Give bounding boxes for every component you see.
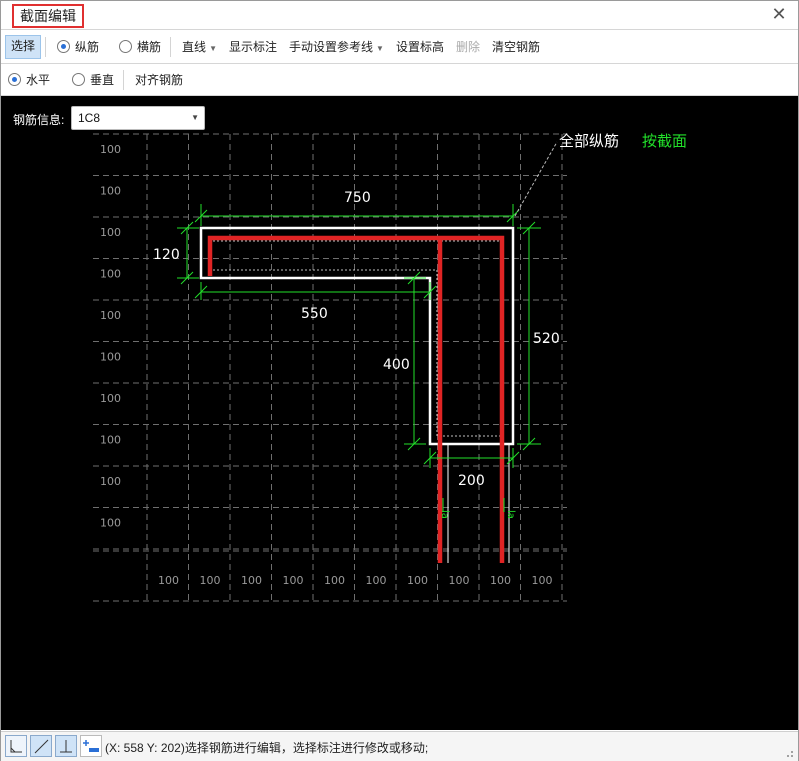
section-drawing[interactable]: 100 100 100 100 100 100 100 100 100 100 100 100 100 1… xyxy=(1,96,798,730)
grid-label: 100 xyxy=(449,574,470,587)
dim-550[interactable]: 550 xyxy=(301,306,328,322)
grid-label: 100 xyxy=(100,143,121,156)
ortho-angle-icon[interactable] xyxy=(5,735,27,757)
rebar-info-select[interactable]: 1C8 ▼ xyxy=(71,106,205,130)
select-button[interactable]: 选择 xyxy=(5,35,42,59)
grid-label: 100 xyxy=(283,574,304,587)
align-rebar-button[interactable]: 对齐钢筋 xyxy=(135,72,184,87)
divider xyxy=(170,37,172,57)
delete-button[interactable]: 删除 xyxy=(455,40,480,54)
transverse-radio[interactable]: 横筋 xyxy=(114,36,166,58)
grid-label: 100 xyxy=(158,574,179,587)
grid-label: 100 xyxy=(241,574,262,587)
resize-grip-icon[interactable] xyxy=(784,748,794,758)
set-elevation-button[interactable]: 设置标高 xyxy=(395,40,444,54)
dim-750[interactable]: 750 xyxy=(344,190,371,206)
vertical-radio[interactable]: 垂直 xyxy=(67,69,119,91)
divider xyxy=(45,37,47,57)
radio-unchecked-icon xyxy=(119,40,133,53)
chevron-down-icon: ▼ xyxy=(209,44,217,53)
perpendicular-icon[interactable] xyxy=(55,735,77,757)
by-section-label[interactable]: 按截面 xyxy=(642,132,687,150)
rebar-top[interactable] xyxy=(207,235,505,563)
all-longitudinal-label[interactable]: 全部纵筋 xyxy=(559,132,619,150)
dim-520[interactable]: 520 xyxy=(533,331,560,347)
close-icon[interactable]: ✕ xyxy=(771,4,787,24)
show-dims-button[interactable]: 显示标注 xyxy=(228,40,277,54)
divider xyxy=(123,69,125,90)
grid-label: 100 xyxy=(100,351,121,364)
chevron-down-icon: ▼ xyxy=(376,44,384,53)
grid-label: 100 xyxy=(100,309,121,322)
grid-label: 100 xyxy=(100,226,121,239)
grid-label: 100 xyxy=(366,574,387,587)
status-text: (X: 558 Y: 202)选择钢筋进行编辑，选择标注进行修改或移动; xyxy=(105,741,429,755)
radio-unchecked-icon xyxy=(72,72,86,86)
clear-rebar-button[interactable]: 清空钢筋 xyxy=(491,40,540,54)
manual-ref-dropdown[interactable]: 手动设置参考线▼ xyxy=(289,40,384,54)
la-label: la xyxy=(505,510,516,519)
grid-label: 100 xyxy=(200,574,221,587)
dim-120[interactable]: 120 xyxy=(153,247,180,263)
status-bar: (X: 558 Y: 202)选择钢筋进行编辑，选择标注进行修改或移动; xyxy=(1,731,798,761)
add-dimension-icon[interactable] xyxy=(80,735,102,757)
grid-label: 100 xyxy=(324,574,345,587)
radio-checked-icon xyxy=(57,40,71,53)
longitudinal-radio[interactable]: 纵筋 xyxy=(52,36,104,58)
main-toolbar: 选择 纵筋 横筋 直线▼ 显示标注 手动设置参考线▼ 设置标高 删除 清空钢筋 xyxy=(1,31,798,64)
grid-label: 100 xyxy=(100,268,121,281)
section-outline[interactable] xyxy=(199,226,515,446)
grid-label: 100 xyxy=(100,517,121,530)
grid-label: 100 xyxy=(407,574,428,587)
dim-400[interactable]: 400 xyxy=(383,357,410,373)
grid-label: 100 xyxy=(100,185,121,198)
grid-label: 100 xyxy=(100,392,121,405)
window-title: 截面编辑 xyxy=(12,4,84,28)
sub-toolbar: 水平 垂直 对齐钢筋 xyxy=(1,64,798,96)
dim-200[interactable]: 200 xyxy=(458,473,485,489)
grid-label: 100 xyxy=(100,475,121,488)
horizontal-radio[interactable]: 水平 xyxy=(3,69,55,91)
rebar-info-label: 钢筋信息: xyxy=(13,113,65,127)
radio-checked-icon xyxy=(8,72,21,86)
drawing-canvas[interactable]: 100 100 100 100 100 100 100 100 100 100 100 100 100 1… xyxy=(1,96,798,730)
line-draw-icon[interactable] xyxy=(30,735,52,757)
title-bar: 截面编辑 ✕ xyxy=(1,1,798,30)
chevron-down-icon: ▼ xyxy=(191,113,199,122)
rebar-info-value: 1C8 xyxy=(78,111,101,125)
grid-label: 100 xyxy=(100,434,121,447)
line-dropdown[interactable]: 直线▼ xyxy=(182,40,217,54)
grid-label: 100 xyxy=(532,574,553,587)
la-label: la xyxy=(439,510,450,519)
grid-label: 100 xyxy=(490,574,511,587)
